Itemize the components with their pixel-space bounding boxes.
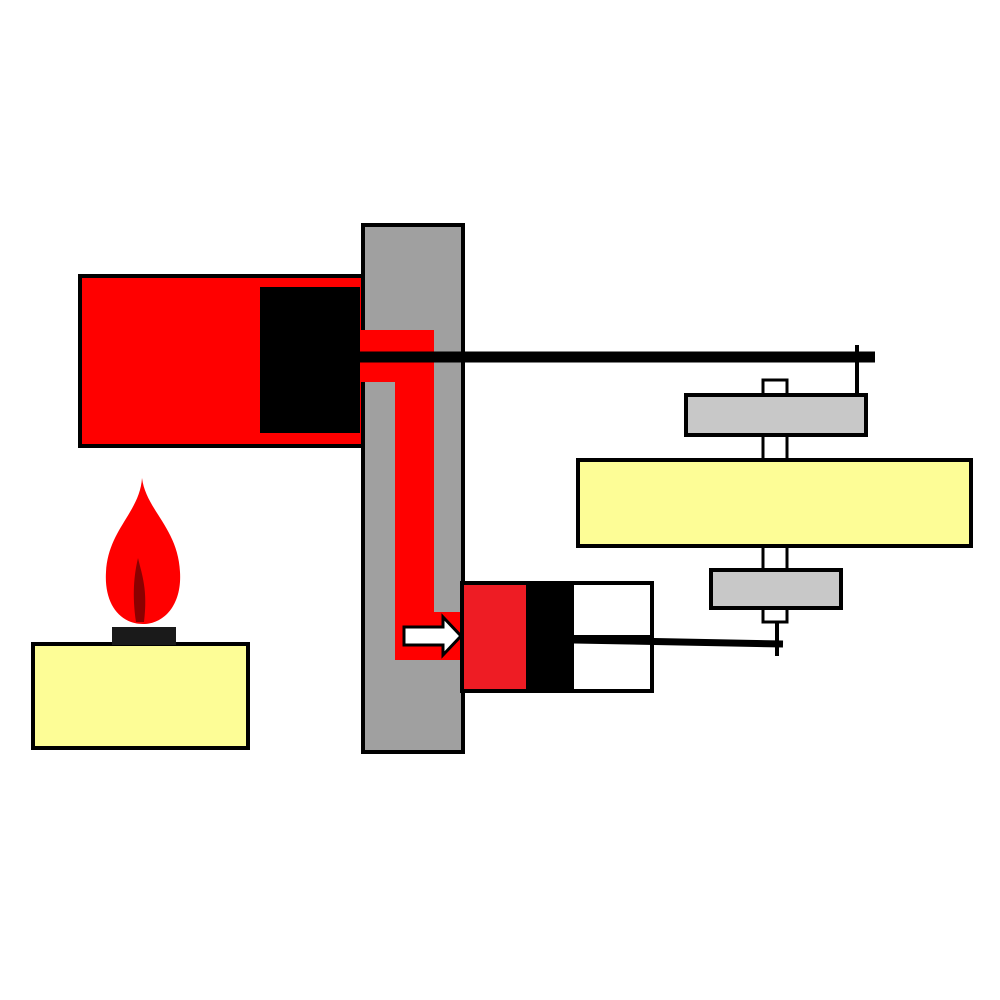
flywheel-lower bbox=[709, 568, 843, 610]
flywheel-icon bbox=[684, 393, 868, 437]
flywheel-axle-lower bbox=[761, 543, 789, 573]
power-piston-rod bbox=[573, 636, 784, 648]
gas-transfer-port bbox=[360, 330, 466, 660]
flame-core bbox=[133, 558, 146, 622]
right-arrow-icon bbox=[402, 613, 464, 659]
flame-icon bbox=[105, 478, 181, 624]
flywheel-axle-upper bbox=[761, 431, 789, 463]
burner-base bbox=[31, 642, 250, 750]
power-piston bbox=[526, 585, 574, 689]
burner-wick-holder bbox=[112, 627, 176, 645]
displacer-piston bbox=[260, 287, 360, 433]
power-cylinder-gas bbox=[464, 585, 528, 689]
engine-support-block bbox=[576, 458, 973, 548]
